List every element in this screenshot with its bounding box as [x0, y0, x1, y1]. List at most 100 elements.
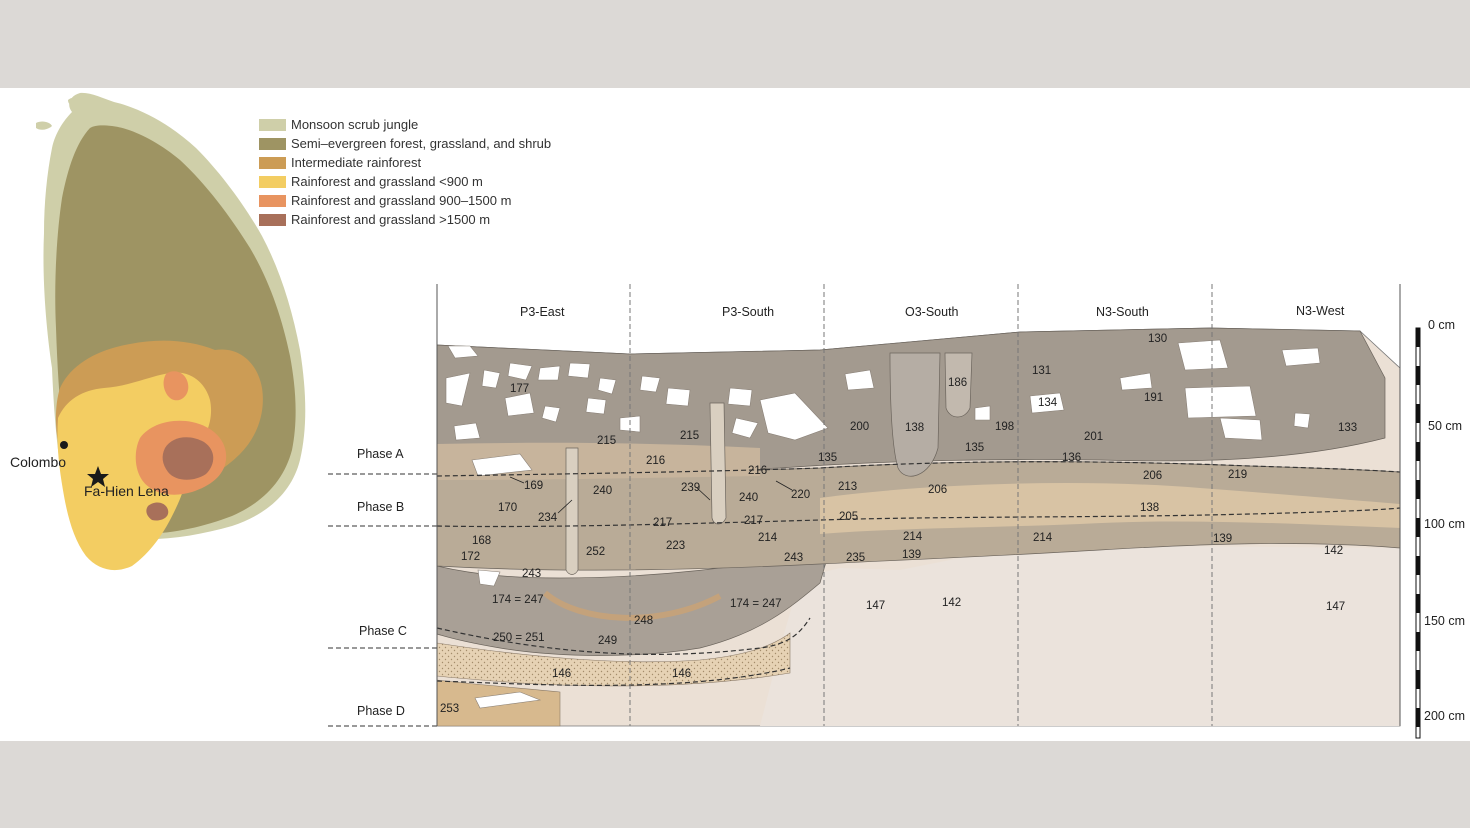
context-labels: 130 177 186 131 134 191 133 200 138 198 …: [440, 333, 1357, 715]
context-label: 177: [510, 383, 529, 395]
section-label-o3-south: O3-South: [905, 305, 959, 319]
context-label: 131: [1032, 365, 1051, 377]
context-label: 248: [634, 615, 653, 627]
context-label: 252: [586, 546, 605, 558]
context-label: 217: [744, 515, 763, 527]
legend-swatch: [259, 137, 286, 150]
map-mannar-island: [36, 121, 52, 130]
legend-label: Intermediate rainforest: [291, 155, 422, 170]
legend-item: Semi–evergreen forest, grassland, and sh…: [259, 134, 551, 153]
bedrock: [760, 546, 1400, 726]
context-label: 198: [995, 421, 1014, 433]
context-label: 139: [902, 549, 921, 561]
layer-phase-c: [436, 547, 831, 656]
context-label: 249: [598, 635, 617, 647]
legend-item: Intermediate rainforest: [259, 153, 551, 172]
context-label: 146: [552, 668, 571, 680]
pit-138: [889, 352, 941, 477]
context-label: 223: [666, 540, 685, 552]
layer-146: [436, 632, 791, 687]
phase-boundaries: [436, 461, 1401, 686]
context-label: 135: [965, 442, 984, 454]
map-jaffna-islet: [68, 97, 78, 105]
context-label: 136: [1062, 452, 1081, 464]
figure: Colombo Fa-Hien Lena: [0, 88, 1470, 741]
context-label: 253: [440, 703, 459, 715]
context-label: 205: [839, 511, 858, 523]
context-label: 206: [1143, 470, 1162, 482]
scale-label-200: 200 cm: [1424, 709, 1465, 723]
legend-label: Rainforest and grassland <900 m: [291, 174, 483, 189]
context-label: 234: [538, 512, 558, 524]
legend-swatch: [259, 175, 286, 188]
context-label: 191: [1144, 392, 1163, 404]
map-rainforest-high-patch: [146, 502, 169, 521]
context-label: 213: [838, 481, 857, 493]
layer-248-arc: [543, 590, 722, 621]
post-hole-1: [565, 447, 579, 575]
post-hole-2: [709, 402, 727, 525]
scale-label-100: 100 cm: [1424, 517, 1465, 531]
map-rainforest-high-zone: [162, 437, 214, 480]
phase-label-b: Phase B: [357, 500, 404, 514]
context-label: 240: [593, 485, 612, 497]
stones: [445, 339, 1321, 709]
layer-206-band: [820, 483, 1400, 534]
context-label: 139: [1213, 533, 1232, 545]
legend-item: Rainforest and grassland 900–1500 m: [259, 191, 551, 210]
legend-item: Rainforest and grassland >1500 m: [259, 210, 551, 229]
context-label: 243: [522, 568, 541, 580]
section-label-p3-east: P3-East: [520, 305, 565, 319]
map-rainforest-mid-patch: [163, 371, 189, 401]
legend-label: Monsoon scrub jungle: [291, 117, 419, 132]
context-label: 135: [818, 452, 837, 464]
sri-lanka-map: Colombo Fa-Hien Lena: [10, 92, 306, 571]
section-label-n3-west: N3-West: [1296, 304, 1345, 318]
context-label: 219: [1228, 469, 1247, 481]
context-label: 174 = 247: [730, 598, 781, 610]
context-label: 186: [948, 377, 967, 389]
context-label: 239: [681, 482, 700, 494]
context-label: 134: [1038, 397, 1058, 409]
context-label: 130: [1148, 333, 1167, 345]
legend-swatch: [259, 156, 286, 169]
context-label: 214: [1033, 532, 1053, 544]
context-label: 240: [739, 492, 758, 504]
context-label: 215: [680, 430, 699, 442]
scale-label-150: 150 cm: [1424, 614, 1465, 628]
legend-swatch: [259, 213, 286, 226]
phase-label-d: Phase D: [357, 704, 405, 718]
context-label: 142: [942, 597, 961, 609]
context-label: 142: [1324, 545, 1343, 557]
phase-label-c: Phase C: [359, 624, 407, 638]
scale-label-50: 50 cm: [1428, 419, 1462, 433]
legend-item: Monsoon scrub jungle: [259, 115, 551, 134]
phase-ticks: [328, 473, 437, 727]
map-site-star-icon: [87, 466, 109, 487]
legend-label: Semi–evergreen forest, grassland, and sh…: [291, 136, 552, 151]
context-label: 220: [791, 489, 810, 501]
context-label: 243: [784, 552, 803, 564]
legend-label: Rainforest and grassland 900–1500 m: [291, 193, 512, 208]
vegetation-legend: Monsoon scrub jungle Semi–evergreen fore…: [259, 115, 551, 229]
depth-scale-bar: [1415, 327, 1421, 739]
map-colombo-marker: [60, 441, 68, 449]
context-label: 147: [866, 600, 885, 612]
context-label: 216: [748, 465, 767, 477]
context-label: 168: [472, 535, 491, 547]
context-label: 200: [850, 421, 869, 433]
context-label: 214: [758, 532, 778, 544]
context-label: 146: [672, 668, 691, 680]
context-label: 215: [597, 435, 616, 447]
context-label: 138: [905, 422, 924, 434]
legend-item: Rainforest and grassland <900 m: [259, 172, 551, 191]
context-label: 206: [928, 484, 947, 496]
leader-lines: [509, 476, 793, 514]
context-label: 147: [1326, 601, 1345, 613]
context-label: 216: [646, 455, 665, 467]
legend-swatch: [259, 194, 286, 207]
map-site-label: Fa-Hien Lena: [84, 483, 169, 499]
scale-label-0: 0 cm: [1428, 318, 1455, 332]
context-label: 169: [524, 480, 543, 492]
context-label: 250 = 251: [493, 632, 544, 644]
